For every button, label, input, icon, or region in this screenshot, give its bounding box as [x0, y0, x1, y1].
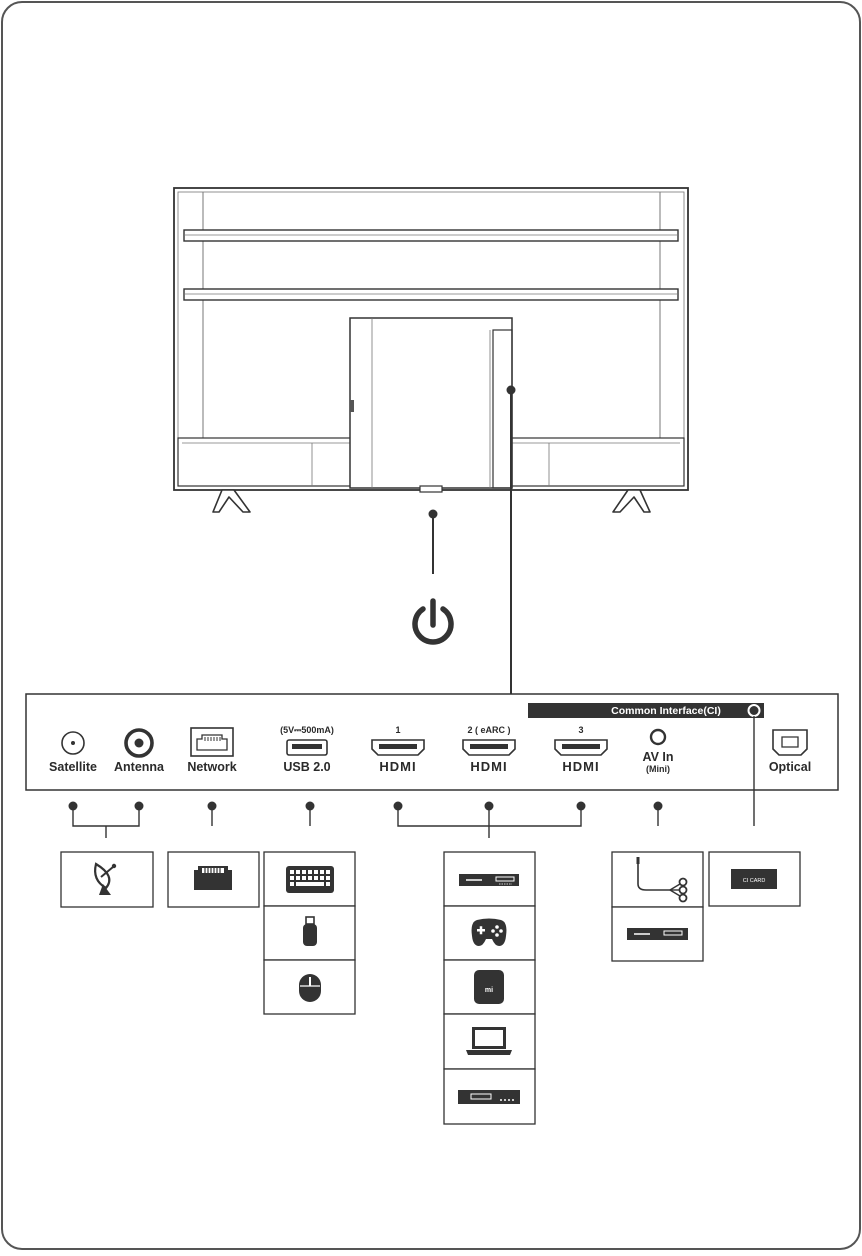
hdmi-3-port: 3 HDMI	[554, 725, 608, 774]
av-in-label: AV In	[642, 750, 673, 764]
satellite-device-box	[60, 851, 154, 908]
network-label: Network	[187, 760, 236, 774]
ci-device-box: CI CARD	[708, 851, 801, 907]
gamepad-icon	[471, 918, 507, 946]
hdmi-2-port: 2 ( eARC ) HDMI	[462, 725, 516, 774]
antenna-port: Antenna	[114, 728, 165, 774]
hdmi-3-logo: HDMI	[562, 759, 599, 774]
network-port: Network	[187, 727, 237, 774]
av-in-port: AV In (Mini)	[642, 728, 674, 774]
hdmi-2-logo: HDMI	[470, 759, 507, 774]
hdmi-1-logo: HDMI	[379, 759, 416, 774]
network-device-box	[167, 851, 260, 908]
dvd-player-icon	[458, 1090, 520, 1104]
satellite-dish-icon	[94, 862, 117, 895]
usb-label: USB 2.0	[283, 760, 330, 774]
ci-header-bar: Common Interface(CI)	[528, 703, 764, 718]
hdmi-1-number: 1	[395, 725, 400, 735]
set-top-box-icon	[459, 874, 519, 886]
hdmi-2-number: 2 ( eARC )	[467, 725, 510, 735]
hdmi-1-port: 1 HDMI	[371, 725, 425, 774]
tv-box-icon: mi	[474, 970, 504, 1004]
optical-label: Optical	[769, 760, 811, 774]
av-device-boxes	[611, 851, 704, 962]
ci-card-label: CI CARD	[743, 878, 766, 884]
usb-drive-icon	[303, 916, 317, 946]
usb-spec-label: (5V⎓500mA)	[280, 725, 334, 735]
mouse-icon	[299, 974, 321, 1002]
svg-text:mi: mi	[485, 987, 493, 994]
av-cable-icon	[636, 857, 688, 903]
ci-card-icon: CI CARD	[731, 869, 777, 889]
power-icon	[412, 598, 454, 645]
tv-back-view	[173, 187, 689, 513]
av-mini-label: (Mini)	[646, 764, 670, 774]
ci-header-label: Common Interface(CI)	[611, 705, 721, 717]
hdmi-3-number: 3	[578, 725, 583, 735]
satellite-port: Satellite	[49, 731, 97, 774]
satellite-label: Satellite	[49, 760, 97, 774]
side-port-connector	[506, 385, 516, 694]
optical-port: Optical	[769, 729, 811, 774]
usb-port: (5V⎓500mA) USB 2.0	[280, 725, 334, 774]
av-set-top-box-icon	[627, 928, 688, 940]
ethernet-icon	[194, 866, 232, 890]
antenna-label: Antenna	[114, 760, 165, 774]
hdmi-device-boxes: mi	[443, 851, 536, 1125]
laptop-icon	[466, 1027, 512, 1055]
power-connector	[428, 509, 438, 574]
usb-device-boxes	[263, 851, 356, 1015]
keyboard-icon	[286, 866, 334, 893]
connector-lines	[68, 716, 755, 838]
